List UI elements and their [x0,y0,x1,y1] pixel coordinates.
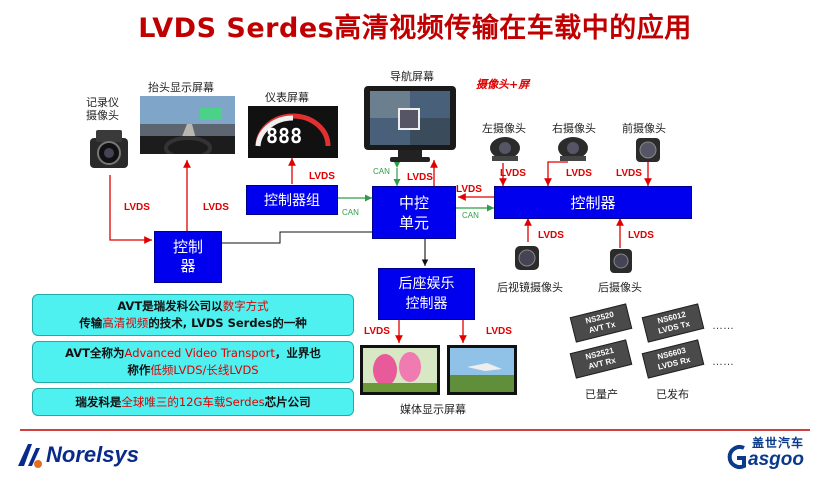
can-label-2: CAN [342,208,359,217]
lvds-label-11: LVDS [364,326,390,337]
norelsys-logo-icon [14,440,44,470]
lvds-label-4: LVDS [407,172,433,183]
info-box-company: 瑞发科是全球唯三的12G车载Serdes芯片公司 [32,388,354,416]
recorder-camera-icon [86,128,132,172]
released-label: 已发布 [656,388,689,401]
nav-screen-label: 导航屏幕 [390,70,434,83]
lvds-label-3: LVDS [309,171,335,182]
lvds-label-8: LVDS [616,168,642,179]
hud-screen-label: 抬头显示屏幕 [148,81,214,94]
right-controller-box: 控制器 [494,186,692,219]
small-controller-box: 控制 器 [154,231,222,283]
info-box-fullname-line2: 称作低频LVDS/长线LVDS [127,363,259,377]
gauge-readout: 888 [266,124,303,148]
mass-produced-label: 已量产 [585,388,618,401]
instrument-screen-image: 888 [248,106,338,158]
info-box-avt-line1: AVT是瑞发科公司以数字方式 [117,299,269,313]
left-camera-icon [488,136,522,162]
can-label-3: CAN [462,211,479,220]
hud-screen-image [140,96,235,160]
rear-camera-icon [608,247,634,275]
right-camera-label: 右摄像头 [552,122,596,135]
left-camera-label: 左摄像头 [482,122,526,135]
link-right-cam [544,161,568,186]
lvds-label-6: LVDS [500,168,526,179]
chip-ellipsis-1: …… [712,320,734,332]
central-control-box: 中控 单元 [372,186,456,239]
media-screen-1-image [360,345,440,395]
gasgoo-g-icon [724,442,748,472]
link-central-to-small [222,231,372,244]
front-camera-icon [634,136,662,164]
norelsys-logo-text: Norelsys [46,442,139,467]
gasgoo-logo-cn: 盖世汽车 [752,436,805,450]
camera-screen-tag: 摄像头+屏 [476,78,530,91]
mirror-camera-label: 后视镜摄像头 [497,281,563,294]
lvds-label-10: LVDS [628,230,654,241]
controller-group-box: 控制器组 [246,185,338,215]
link-recorder-to-controller [109,175,152,244]
chip-ellipsis-2: …… [712,356,734,368]
page-title: LVDS Serdes高清视频传输在车载中的应用 [138,13,692,44]
rear-camera-label: 后摄像头 [598,281,642,294]
media-screen-label: 媒体显示屏幕 [400,403,466,416]
info-box-avt: AVT是瑞发科公司以数字方式 传输高清视频的技术, LVDS Serdes的一种 [32,294,354,336]
right-camera-icon [556,136,590,162]
recorder-camera-label: 记录仪 摄像头 [86,96,119,122]
lvds-label-1: LVDS [124,202,150,213]
front-camera-label: 前摄像头 [622,122,666,135]
lvds-label-12: LVDS [486,326,512,337]
mirror-camera-icon [512,243,542,273]
rear-entertainment-box: 后座娱乐 控制器 [378,268,475,320]
info-box-fullname-line1: AVT全称为Advanced Video Transport，业界也 [65,346,321,360]
lvds-label-9: LVDS [538,230,564,241]
lvds-label-2: LVDS [203,202,229,213]
instrument-screen-label: 仪表屏幕 [265,91,309,104]
info-box-avt-line2: 传输高清视频的技术, LVDS Serdes的一种 [79,316,307,330]
lvds-label-7: LVDS [566,168,592,179]
nav-screen-image [362,84,458,164]
media-screen-2-image [447,345,517,395]
gasgoo-logo-text: asgoo [748,449,804,470]
lvds-label-5: LVDS [456,184,482,195]
info-box-fullname: AVT全称为Advanced Video Transport，业界也 称作低频L… [32,341,354,383]
can-label-1: CAN [373,167,390,176]
